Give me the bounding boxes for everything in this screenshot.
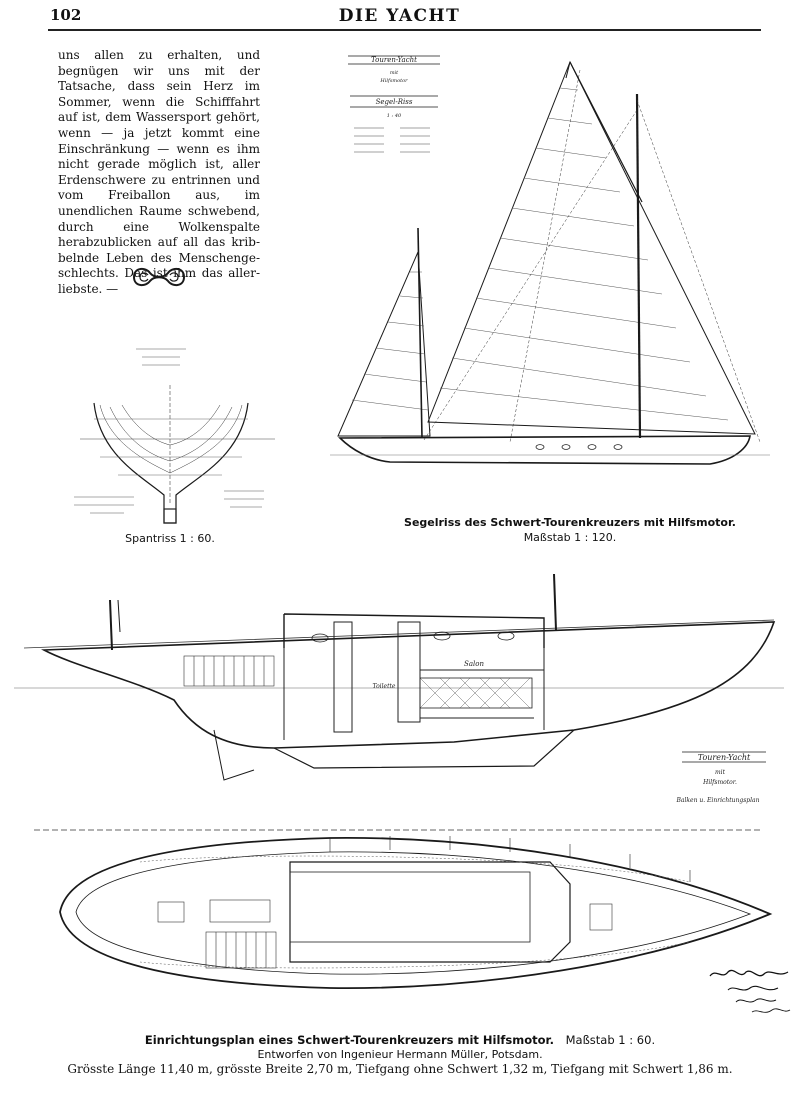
layout-plan-title: Einrichtungsplan eines Schwert-Tourenkre… bbox=[144, 1033, 554, 1047]
svg-text:mit: mit bbox=[715, 769, 726, 776]
body-paragraph: uns allen zu erhalten, und begnügen wir … bbox=[58, 48, 260, 296]
header-rule bbox=[48, 29, 761, 31]
ornament-vignette bbox=[132, 267, 186, 287]
svg-text:Toilette: Toilette bbox=[373, 683, 396, 690]
svg-text:Hilfsmotor.: Hilfsmotor. bbox=[702, 779, 737, 786]
mainsail bbox=[427, 60, 756, 435]
section-title-box: Touren-Yacht mit Hilfsmotor. Balken u. E… bbox=[676, 751, 766, 804]
headsail bbox=[337, 227, 431, 439]
svg-text:Salon: Salon bbox=[464, 660, 484, 668]
svg-text:1 : 40: 1 : 40 bbox=[387, 113, 402, 119]
layout-plan-scale: Maßstab 1 : 60. bbox=[565, 1033, 656, 1047]
svg-text:Segel-Riss: Segel-Riss bbox=[376, 98, 413, 106]
running-title: DIE YACHT bbox=[338, 6, 461, 26]
longitudinal-section-drawing: Salon Toilette Touren-Yacht mit Hilfsmot… bbox=[14, 573, 784, 804]
cabin-trunk bbox=[283, 613, 545, 648]
layout-plan-caption: Einrichtungsplan eines Schwert-Tourenkre… bbox=[40, 1033, 760, 1047]
sail-hull bbox=[330, 435, 770, 465]
frame-plan-caption: Spantriss 1 : 60. bbox=[125, 532, 215, 545]
designer-credit: Entworfen von Ingenieur Hermann Müller, … bbox=[257, 1048, 543, 1061]
sail-plan-scale: Maßstab 1 : 120. bbox=[523, 531, 617, 544]
sail-title-box: Touren-Yacht mit Hilfsmotor Segel-Riss 1… bbox=[348, 55, 440, 153]
yacht-dimensions: Grösste Länge 11,40 m, grösste Breite 2,… bbox=[67, 1062, 733, 1076]
svg-text:Hilfsmotor: Hilfsmotor bbox=[379, 78, 408, 84]
sail-plan-drawing: Touren-Yacht mit Hilfsmotor Segel-Riss 1… bbox=[330, 55, 770, 465]
sail-plan-caption: Segelriss des Schwert-Tourenkreuzers mit… bbox=[404, 516, 736, 529]
main-mast bbox=[635, 93, 642, 439]
deck-layout-plan-drawing bbox=[34, 829, 773, 989]
frame-plan-drawing bbox=[74, 348, 275, 524]
designer-signature bbox=[709, 969, 791, 1013]
page-number: 102 bbox=[50, 6, 82, 24]
body-text-column: uns allen zu erhalten, und begnügen wir … bbox=[58, 48, 260, 298]
svg-text:mit: mit bbox=[390, 70, 399, 76]
svg-text:Touren-Yacht: Touren-Yacht bbox=[698, 753, 751, 762]
svg-text:Touren-Yacht: Touren-Yacht bbox=[371, 56, 417, 64]
svg-text:Balken u. Einrichtungsplan: Balken u. Einrichtungsplan bbox=[676, 797, 760, 804]
